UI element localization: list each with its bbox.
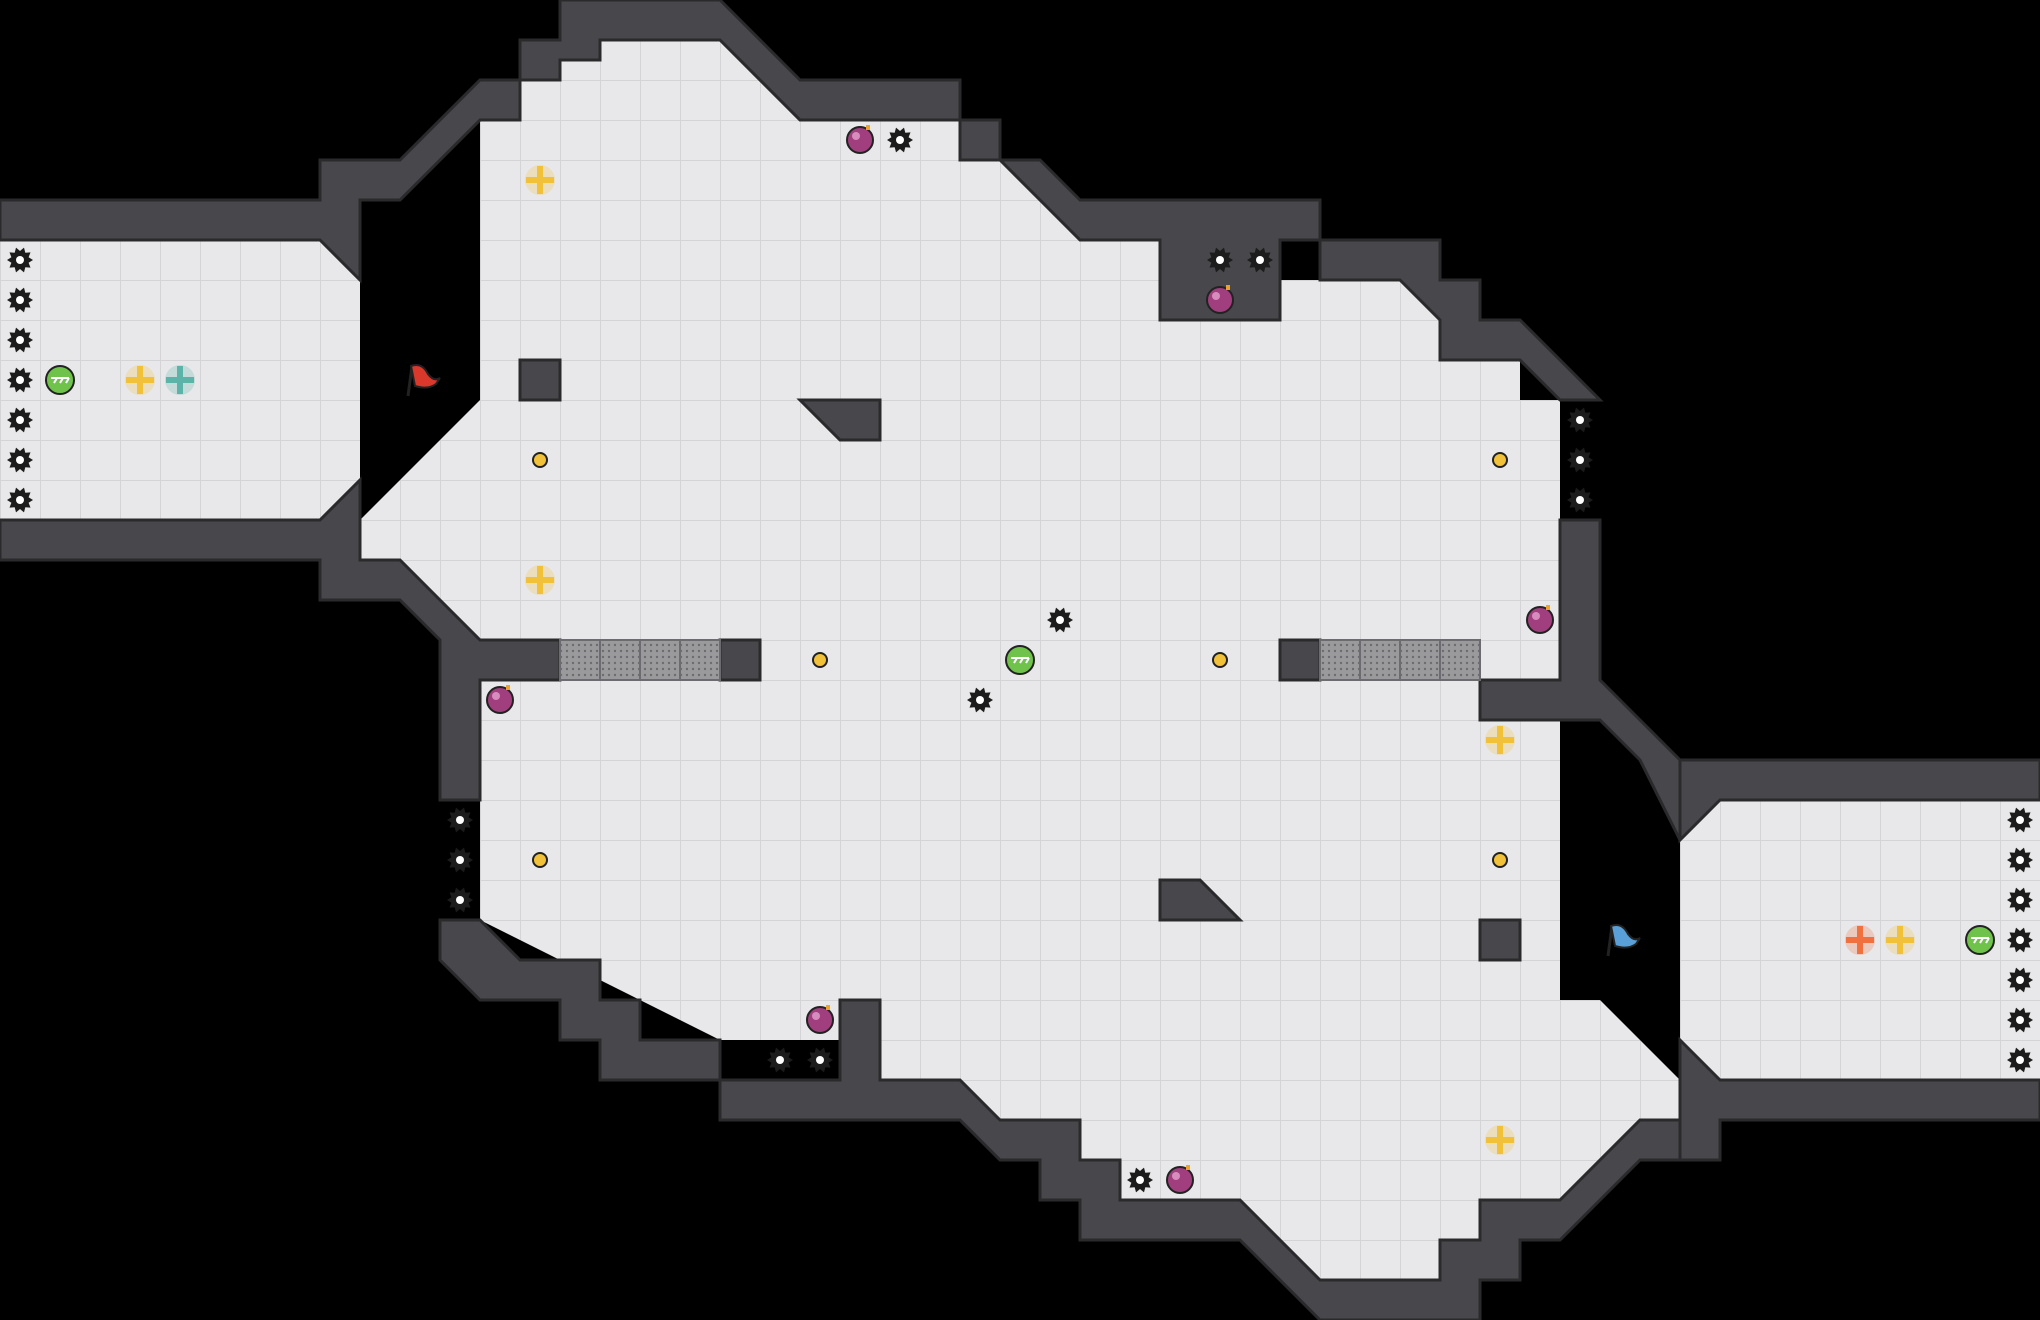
spike-icon [1567, 407, 1593, 433]
gate-tile [1319, 639, 1361, 681]
spike-icon [447, 807, 473, 833]
wall-block [1478, 918, 1522, 962]
bomb-icon [1526, 605, 1554, 634]
wall-block [718, 638, 762, 682]
spike-icon [7, 327, 33, 353]
button-icon [1212, 652, 1228, 668]
button-icon [532, 452, 548, 468]
spike-icon [2007, 847, 2033, 873]
spike-icon [1047, 607, 1073, 633]
spike-icon [7, 447, 33, 473]
spike-icon [2007, 1047, 2033, 1073]
bomb-icon [1206, 285, 1234, 314]
spike-icon [2007, 967, 2033, 993]
wall-left-lower-outline [438, 918, 1682, 1320]
gate-tile [559, 639, 601, 681]
wall-block [518, 358, 562, 402]
boost-icon [1885, 925, 1915, 955]
spike-icon [2007, 1007, 2033, 1033]
wall-block [1278, 638, 1322, 682]
gate-tile [1399, 639, 1441, 681]
boost-icon [1845, 925, 1875, 955]
gates [559, 639, 1481, 681]
spike-icon [1247, 247, 1273, 273]
spike-icon [2007, 887, 2033, 913]
gate-tile [1439, 639, 1481, 681]
spike-icon [2007, 807, 2033, 833]
powerup-icon [45, 365, 75, 395]
boost-icon [165, 365, 195, 395]
gate-tile [599, 639, 641, 681]
boost-icon [1485, 1125, 1515, 1155]
boost-icon [525, 565, 555, 595]
bomb-icon [486, 685, 514, 714]
wall-top-outline [0, 0, 1604, 402]
spike-icon [7, 487, 33, 513]
gate-tile [1359, 639, 1401, 681]
gate-tile [639, 639, 681, 681]
wall-right-corridor-bottom [1678, 1036, 2040, 1162]
boost-icon [525, 165, 555, 195]
wall-right-corridor-top [1678, 758, 2040, 844]
spike-icon [1127, 1167, 1153, 1193]
spike-icon [7, 247, 33, 273]
bomb-icon [846, 125, 874, 154]
button-icon [812, 652, 828, 668]
gate-tile [679, 639, 721, 681]
button-icon [1492, 852, 1508, 868]
powerup-icon [1965, 925, 1995, 955]
wall-wedge [796, 398, 882, 442]
powerup-icon [1005, 645, 1035, 675]
button-icon [1492, 452, 1508, 468]
spike-icon [807, 1047, 833, 1073]
boost-icon [125, 365, 155, 395]
button-icon [532, 852, 548, 868]
spike-icon [447, 847, 473, 873]
red-flag-icon [406, 364, 441, 397]
spike-icon [2007, 927, 2033, 953]
spike-icon [967, 687, 993, 713]
bomb-icon [806, 1005, 834, 1034]
spike-icon [1567, 447, 1593, 473]
spike-icon [7, 287, 33, 313]
bomb-icon [1166, 1165, 1194, 1194]
spike-icon [887, 127, 913, 153]
spike-icon [7, 367, 33, 393]
spike-icon [447, 887, 473, 913]
wall-wedge [1158, 878, 1244, 922]
spike-icon [767, 1047, 793, 1073]
spike-icon [1207, 247, 1233, 273]
boost-icon [1485, 725, 1515, 755]
spike-icon [1567, 487, 1593, 513]
wall-left-bottom [0, 476, 562, 802]
spike-icon [7, 407, 33, 433]
blue-flag-icon [1606, 924, 1641, 957]
